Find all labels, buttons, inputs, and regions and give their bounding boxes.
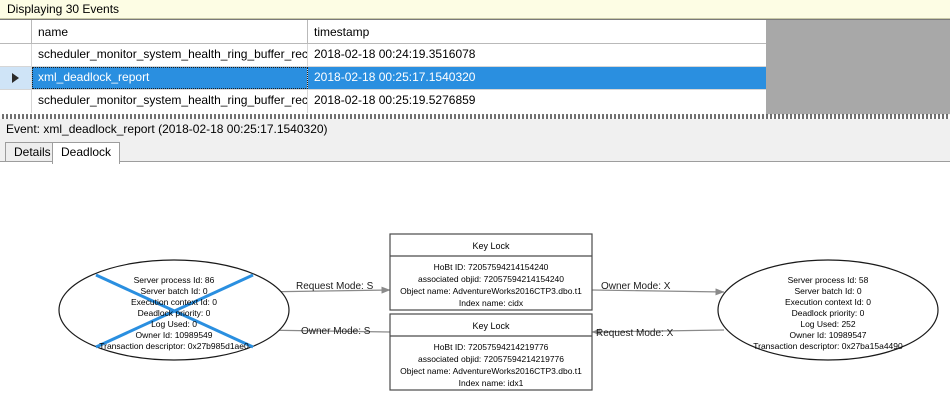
process-line: Owner Id: 10989547 bbox=[789, 330, 866, 340]
displaying-events-label: Displaying 30 Events bbox=[7, 2, 120, 16]
edge-label-owner-mode-x: Owner Mode: X bbox=[601, 281, 671, 292]
resource-line: HoBt ID: 72057594214154240 bbox=[434, 262, 549, 272]
event-caption-label: Event: xml_deadlock_report (2018-02-18 0… bbox=[6, 122, 328, 136]
cell-timestamp[interactable]: 2018-02-18 00:24:19.3516078 bbox=[308, 44, 766, 66]
resource-line: Index name: idx1 bbox=[459, 378, 524, 388]
cell-name[interactable]: scheduler_monitor_system_health_ring_buf… bbox=[32, 90, 308, 113]
event-caption-bar: Event: xml_deadlock_report (2018-02-18 0… bbox=[0, 120, 950, 139]
edge-right-request-bottom bbox=[591, 328, 725, 336]
resource-title: Key Lock bbox=[472, 241, 510, 251]
horizontal-splitter[interactable] bbox=[0, 114, 950, 119]
table-header-row: name timestamp bbox=[0, 20, 766, 44]
resource-line: Index name: cidx bbox=[459, 298, 524, 308]
process-line: Server process Id: 58 bbox=[788, 275, 869, 285]
cell-timestamp[interactable]: 2018-02-18 00:25:19.5276859 bbox=[308, 90, 766, 113]
edge-label-owner-mode-s: Owner Mode: S bbox=[301, 326, 371, 337]
edge-bottom-owner-left bbox=[257, 326, 391, 334]
cell-name[interactable]: xml_deadlock_report bbox=[32, 67, 308, 89]
resource-title: Key Lock bbox=[472, 321, 510, 331]
process-line: Deadlock priority: 0 bbox=[792, 308, 865, 318]
current-row-indicator-icon bbox=[12, 73, 19, 83]
tab-strip: Details Deadlock bbox=[0, 140, 950, 164]
process-line: Transaction descriptor: 0x27ba15a4490 bbox=[753, 341, 903, 351]
table-row[interactable]: scheduler_monitor_system_health_ring_buf… bbox=[0, 44, 766, 67]
resource-line: associated objid: 72057594214154240 bbox=[418, 274, 564, 284]
process-line: Server batch Id: 0 bbox=[140, 286, 207, 296]
cell-timestamp[interactable]: 2018-02-18 00:25:17.1540320 bbox=[308, 67, 766, 89]
resource-line: HoBt ID: 72057594214219776 bbox=[434, 342, 549, 352]
status-strip: Displaying 30 Events bbox=[0, 0, 950, 19]
deadlock-victim-cross-icon bbox=[95, 273, 254, 349]
events-grid-panel: name timestamp scheduler_monitor_system_… bbox=[0, 19, 950, 115]
row-selector[interactable] bbox=[0, 44, 32, 66]
process-line: Transaction descriptor: 0x27b985d1ae0 bbox=[99, 341, 249, 351]
edge-label-request-mode-x: Request Mode: X bbox=[596, 328, 674, 339]
resource-node-key-lock-bottom[interactable]: Key Lock HoBt ID: 72057594214219776 asso… bbox=[389, 313, 593, 391]
row-header-cell bbox=[0, 20, 32, 43]
table-row[interactable]: scheduler_monitor_system_health_ring_buf… bbox=[0, 90, 766, 113]
row-selector[interactable] bbox=[0, 67, 32, 89]
edge-top-owner-right bbox=[591, 288, 725, 296]
process-line: Log Used: 0 bbox=[151, 319, 197, 329]
process-node-left[interactable]: Server process Id: 86 Server batch Id: 0… bbox=[58, 259, 290, 361]
process-line: Log Used: 252 bbox=[800, 319, 856, 329]
resource-line: Object name: AdventureWorks2016CTP3.dbo.… bbox=[400, 286, 582, 296]
column-header-name[interactable]: name bbox=[32, 20, 308, 43]
cell-name[interactable]: scheduler_monitor_system_health_ring_buf… bbox=[32, 44, 308, 66]
process-line: Execution context Id: 0 bbox=[131, 297, 217, 307]
resource-node-key-lock-top[interactable]: Key Lock HoBt ID: 72057594214154240 asso… bbox=[389, 233, 593, 311]
edge-label-request-mode-s: Request Mode: S bbox=[296, 281, 374, 292]
process-line: Server process Id: 86 bbox=[134, 275, 215, 285]
resource-line: associated objid: 72057594214219776 bbox=[418, 354, 564, 364]
resource-line: Object name: AdventureWorks2016CTP3.dbo.… bbox=[400, 366, 582, 376]
process-line: Owner Id: 10989549 bbox=[135, 330, 212, 340]
table-row-selected[interactable]: xml_deadlock_report 2018-02-18 00:25:17.… bbox=[0, 67, 766, 90]
column-header-timestamp[interactable]: timestamp bbox=[308, 20, 766, 43]
process-line: Deadlock priority: 0 bbox=[138, 308, 211, 318]
process-node-right[interactable]: Server process Id: 58 Server batch Id: 0… bbox=[717, 259, 939, 361]
row-selector[interactable] bbox=[0, 90, 32, 113]
process-line: Execution context Id: 0 bbox=[785, 297, 871, 307]
process-line: Server batch Id: 0 bbox=[794, 286, 861, 296]
events-grid[interactable]: name timestamp scheduler_monitor_system_… bbox=[0, 20, 766, 115]
deadlock-graph-canvas[interactable]: Server process Id: 86 Server batch Id: 0… bbox=[0, 162, 950, 400]
tab-deadlock[interactable]: Deadlock bbox=[52, 142, 121, 164]
